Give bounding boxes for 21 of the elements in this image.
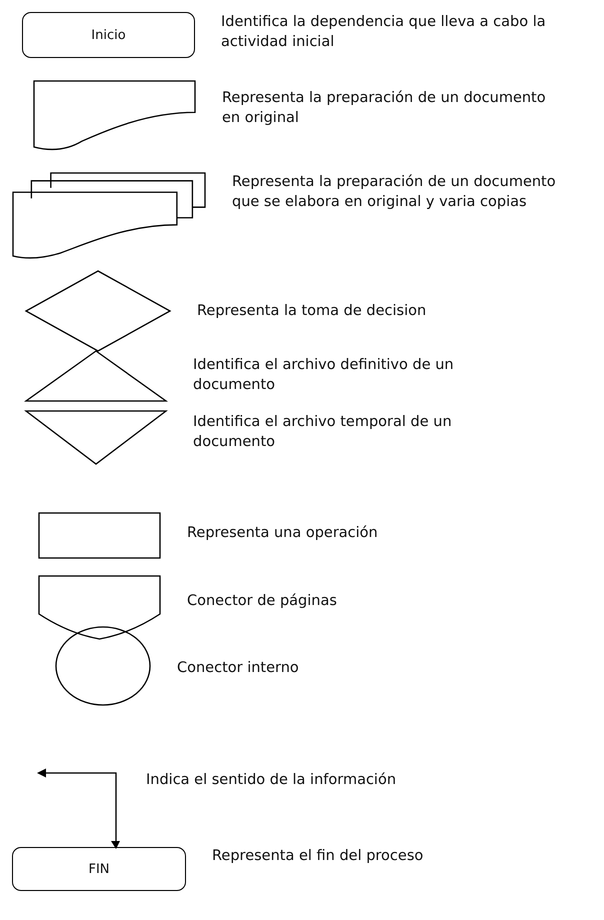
multiple-documents-symbol <box>12 172 206 260</box>
symbol-description: Indica el sentido de la información <box>146 771 398 790</box>
document-symbol <box>33 80 196 152</box>
symbol-description: Conector de páginas <box>187 592 338 611</box>
symbol-description: Representa la preparación de un documento en original <box>222 89 547 128</box>
archive-triangle <box>25 410 167 465</box>
connector-circle <box>55 626 151 706</box>
symbol-description: Representa la toma de decision <box>197 302 428 321</box>
terminal-box: Inicio <box>22 12 195 58</box>
symbol-description: Identifica el archivo definitivo de un documento <box>193 356 455 395</box>
symbol-description: Representa el fin del proceso <box>212 847 424 866</box>
decision-diamond <box>25 270 171 352</box>
symbol-description: Representa la preparación de un documento que se elabora en original y varia copias <box>232 173 557 212</box>
symbol-description: Identifica el archivo temporal de un documento <box>193 413 453 452</box>
terminal-box: FIN <box>12 847 186 891</box>
symbol-description: Conector interno <box>177 659 300 678</box>
symbol-description: Identifica la dependencia que lleva a cabo la actividad inicial <box>221 13 547 52</box>
off-page-connector <box>38 575 161 640</box>
symbol-description: Representa una operación <box>187 524 379 543</box>
process-box <box>38 512 161 559</box>
archive-triangle <box>25 350 167 402</box>
